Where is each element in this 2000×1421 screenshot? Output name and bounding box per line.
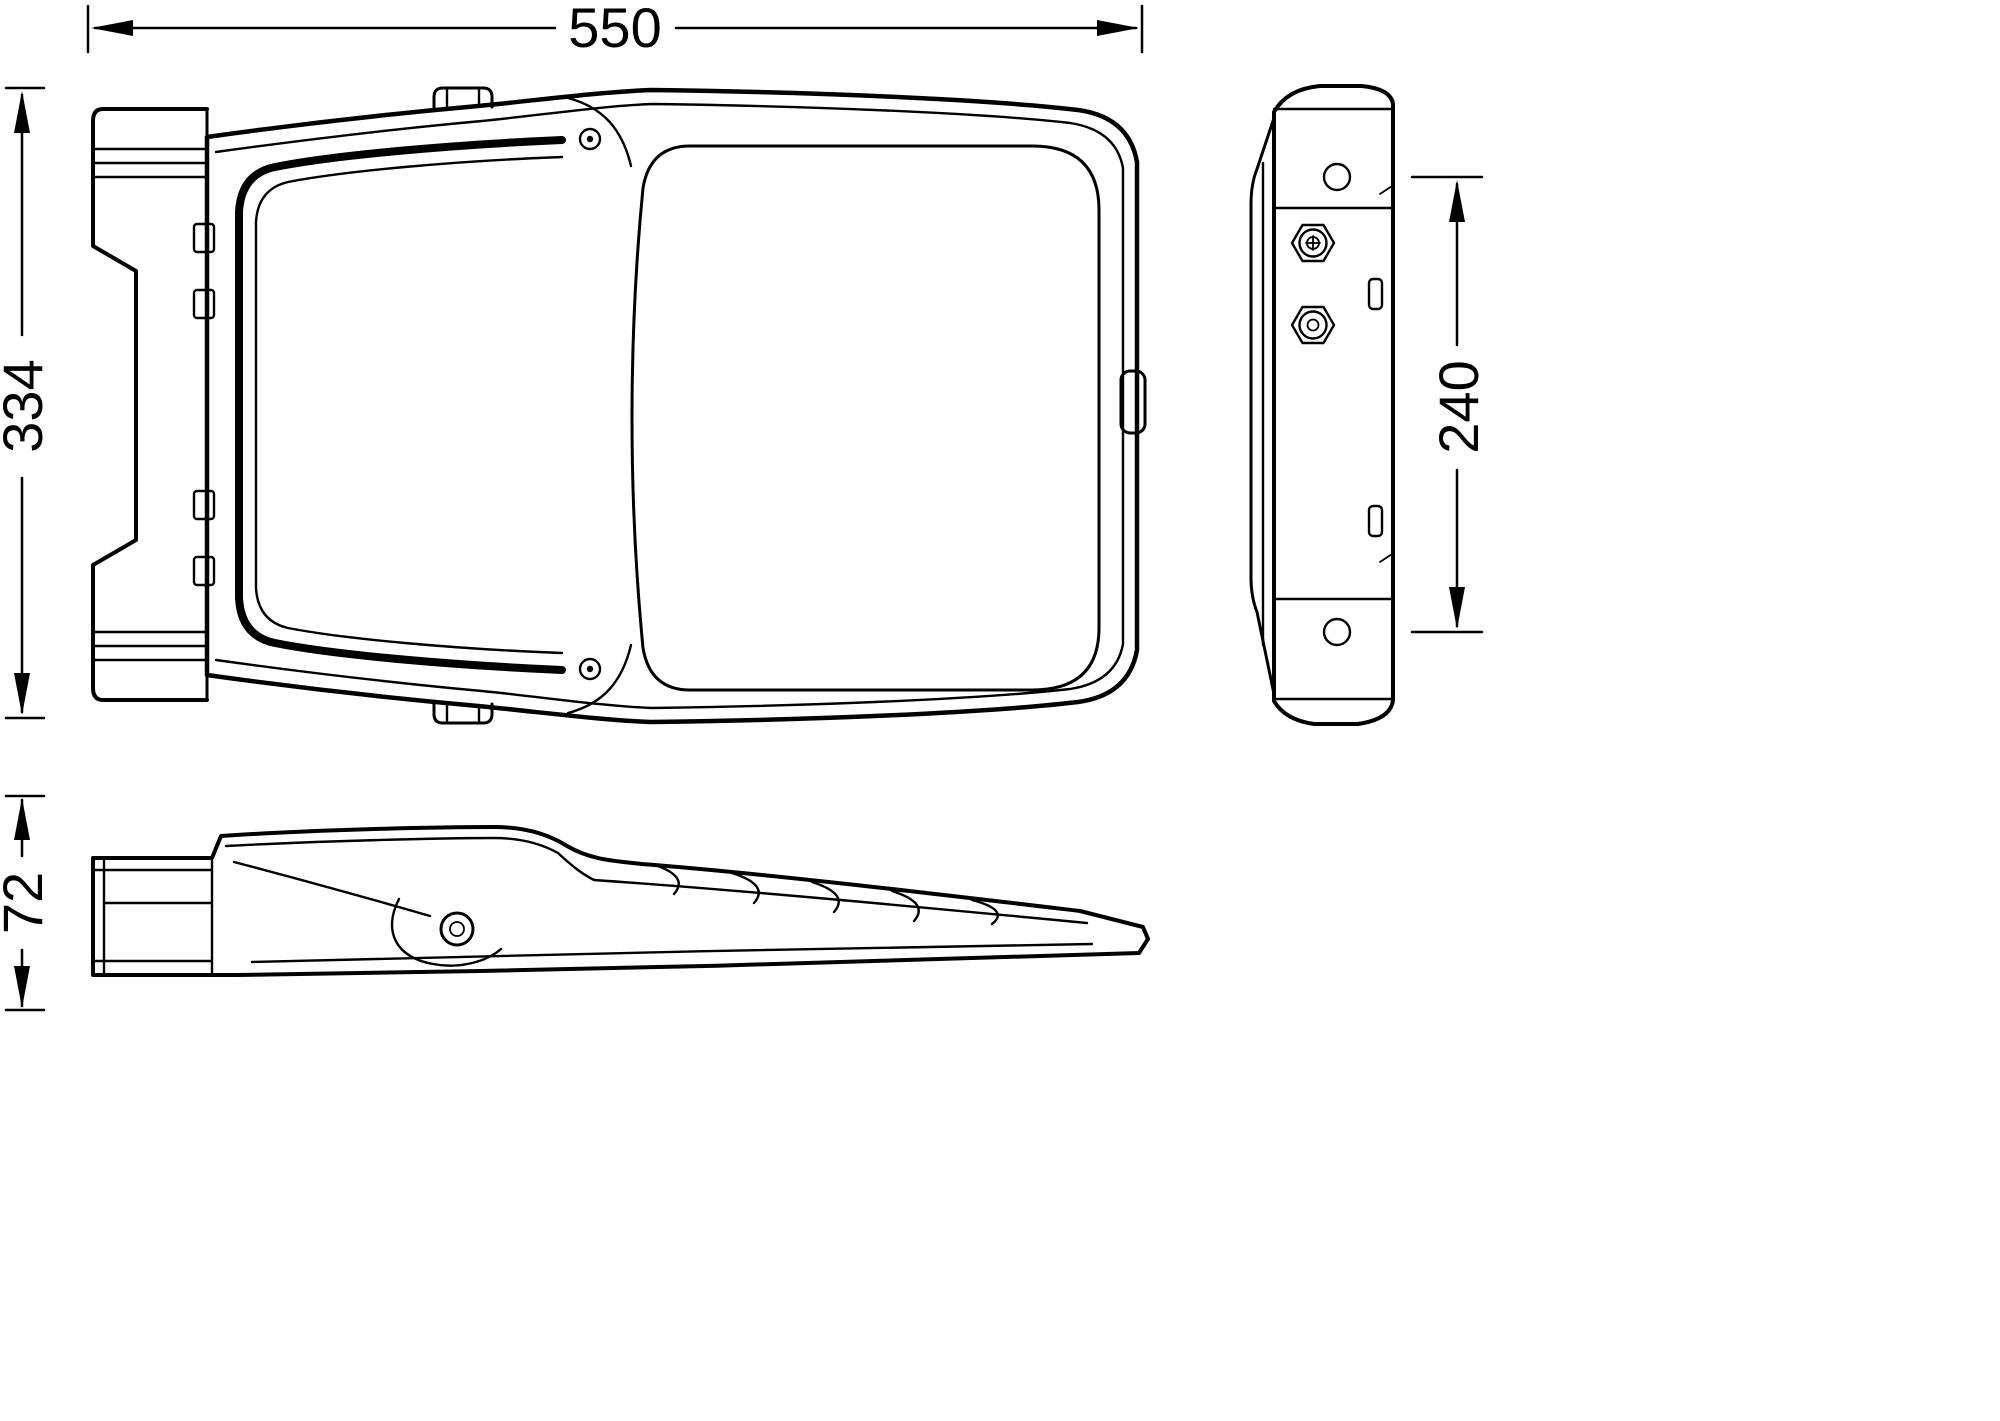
- spigot-inner-lines: [91, 856, 214, 977]
- cover-transition-bottom: [566, 643, 633, 715]
- dim-72-label: 72: [0, 872, 54, 934]
- mounting-hole-bottom: [1322, 617, 1352, 647]
- screw-top: [578, 127, 602, 151]
- reflector-rib: [970, 898, 999, 926]
- screw-bottom-center: [586, 665, 594, 673]
- dim-334-arrow-bottom: [14, 673, 30, 715]
- cable-gland-upper-hex: [1290, 223, 1336, 263]
- dim-550-ticks: [86, 4, 1144, 54]
- screw-bottom: [578, 657, 602, 681]
- dim-334-ticks: [4, 86, 46, 720]
- dimension-550: 550: [86, 0, 1144, 59]
- bracket-bolt-slot: [192, 555, 216, 587]
- dim-240-arrow-top: [1449, 180, 1465, 222]
- reflector-rib: [890, 889, 920, 923]
- dim-550-label: 550: [568, 0, 661, 59]
- arm-diagonal-line: [232, 860, 432, 918]
- cable-gland-lower-ring: [1298, 310, 1328, 340]
- arm-top-inner-line: [224, 836, 560, 855]
- lens-underside-line: [592, 878, 1089, 925]
- side-body-outline: [1272, 84, 1395, 726]
- reflector-rib: [730, 871, 760, 905]
- hinge-pin-outer: [439, 911, 475, 947]
- cable-gland-lower-core: [1306, 318, 1320, 332]
- side-view: [1249, 84, 1395, 726]
- housing-inner-frame: [214, 102, 1125, 710]
- side-lens-edge: [1249, 116, 1276, 696]
- cable-gland-lower-hex: [1290, 305, 1336, 345]
- dim-240-ticks: [1410, 175, 1484, 634]
- cable-gland-upper-cross: [1305, 235, 1321, 251]
- gasket-inner-line: [254, 155, 564, 655]
- dimension-334: 334: [0, 86, 54, 720]
- dim-334-arrow-top: [14, 91, 30, 133]
- profile-outline: [91, 825, 1150, 977]
- dim-72-arrow-bottom: [14, 966, 30, 1008]
- arm-neck-line: [556, 851, 596, 882]
- lens-panel: [630, 144, 1101, 692]
- screw-top-center: [586, 135, 594, 143]
- dim-550-arrow-right: [1097, 20, 1139, 36]
- top-tab-outline: [432, 86, 494, 110]
- reflector-rib: [650, 862, 680, 896]
- back-clip-upper: [1367, 277, 1384, 311]
- edge-latch: [1119, 369, 1147, 435]
- cover-transition-top: [566, 96, 633, 168]
- housing-outline: [204, 87, 1140, 725]
- bracket-clamp-lines-bottom: [92, 630, 208, 662]
- hinge-pin-inner: [449, 921, 465, 937]
- mounting-hole-top: [1322, 162, 1352, 192]
- hinge-bracket: [390, 897, 503, 967]
- bottom-tab-outline: [432, 701, 494, 725]
- dim-72-arrow-top: [14, 798, 30, 840]
- cable-gland-upper-ring: [1298, 228, 1328, 258]
- profile-view: [91, 825, 1150, 977]
- gasket-seal: [235, 136, 566, 674]
- dim-334-label: 334: [0, 359, 54, 452]
- top-tab-detail: [445, 87, 481, 108]
- top-view: [91, 86, 1147, 725]
- bracket-bolt-slot: [192, 489, 216, 521]
- back-clip-lower: [1367, 504, 1384, 538]
- bracket-bolt-slot: [192, 222, 216, 254]
- side-vent-marks: [1379, 185, 1393, 563]
- dimension-240: 240: [1410, 175, 1490, 634]
- dim-550-arrow-left: [91, 20, 133, 36]
- dim-72-ticks: [4, 794, 46, 1012]
- bracket-clamp-lines-top: [92, 147, 208, 179]
- bottom-tab-detail: [445, 703, 481, 724]
- underside-inner-line: [250, 942, 1094, 964]
- dim-240-arrow-bottom: [1449, 587, 1465, 629]
- bracket-bolt-slot: [192, 288, 216, 320]
- dim-240-label: 240: [1427, 360, 1490, 453]
- side-section-lines: [1272, 107, 1395, 701]
- pole-bracket-outline: [91, 107, 209, 702]
- dimension-72: 72: [0, 794, 54, 1012]
- reflector-rib: [810, 880, 840, 914]
